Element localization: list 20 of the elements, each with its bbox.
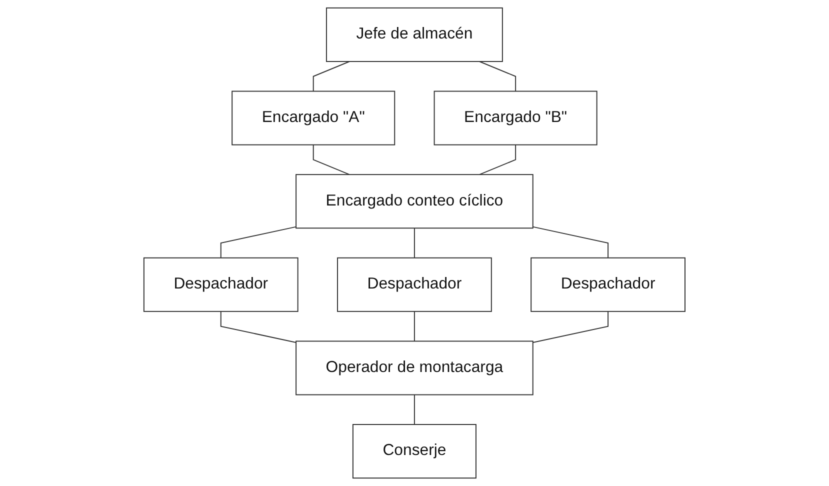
connector	[220, 310, 297, 343]
connector	[312, 144, 350, 176]
node-box: Despachador	[337, 257, 492, 312]
node-box: Despachador	[143, 257, 298, 312]
connector	[414, 228, 415, 258]
connector	[414, 394, 415, 425]
connector	[414, 310, 415, 342]
node-box: Despachador	[530, 257, 686, 312]
node-box: Encargado "B"	[434, 90, 598, 146]
connector	[479, 144, 516, 176]
connector	[479, 61, 516, 92]
connector	[532, 310, 609, 343]
node-box: Operador de montacarga	[296, 340, 534, 396]
connector	[220, 226, 297, 258]
node-box: Jefe de almacén	[326, 7, 503, 62]
node-box: Encargado "A"	[232, 90, 396, 146]
node-box: Conserje	[352, 424, 476, 479]
connector	[312, 61, 350, 92]
connector	[532, 226, 609, 258]
node-box: Encargado conteo cíclico	[296, 174, 534, 229]
